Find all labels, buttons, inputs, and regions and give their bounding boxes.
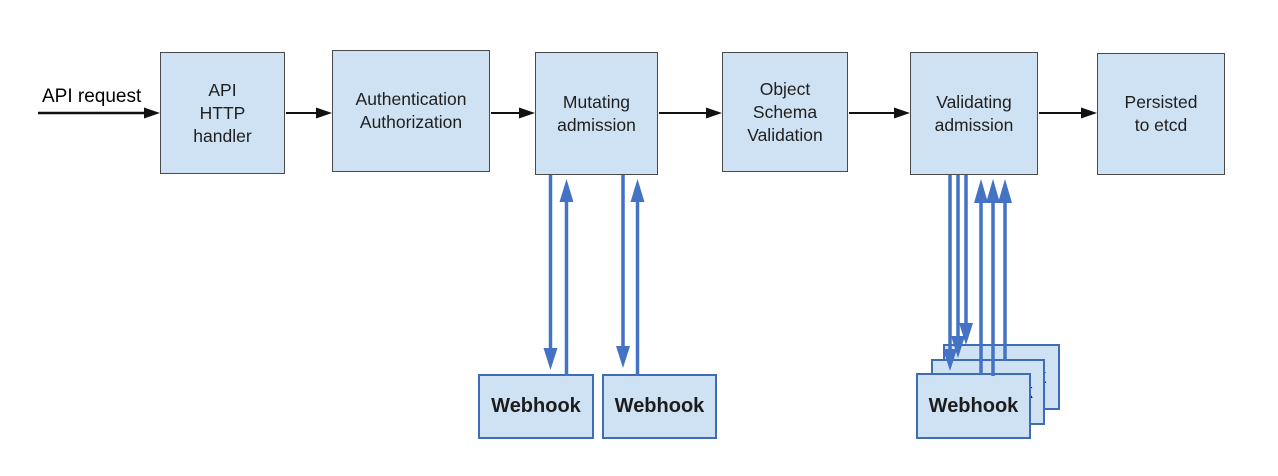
api-request-label: API request <box>42 86 142 107</box>
node-mutating-admission: Mutating admission <box>535 52 658 175</box>
node-validating-admission: Validating admission <box>910 52 1038 175</box>
node-persisted-to-etcd-label: Persisted to etcd <box>1124 92 1198 135</box>
validating-webhook-front: Webhook <box>916 373 1031 439</box>
flow-arrow-5-head <box>1081 107 1097 119</box>
mutating-webhook-2-response-head <box>630 179 645 202</box>
node-api-http-handler-label: API HTTP handler <box>193 79 252 146</box>
mutating-webhook-1: Webhook <box>478 374 594 439</box>
node-authentication-authorization: Authentication Authorization <box>332 50 490 172</box>
validating-webhook-response-head-1 <box>974 179 988 203</box>
node-mutating-admission-label: Mutating admission <box>557 91 636 135</box>
flow-arrow-1-head <box>316 107 332 119</box>
node-object-schema-validation: Object Schema Validation <box>722 52 848 172</box>
validating-webhook-call-head-3 <box>959 323 973 345</box>
validating-webhook-response-head-2 <box>986 179 1000 203</box>
mutating-webhook-1-label: Webhook <box>491 395 581 417</box>
node-api-http-handler: API HTTP handler <box>160 52 285 174</box>
validating-webhook-front-label: Webhook <box>928 394 1019 417</box>
mutating-webhook-2-call-head <box>616 346 630 368</box>
node-persisted-to-etcd: Persisted to etcd <box>1097 53 1225 175</box>
node-object-schema-validation-label: Object Schema Validation <box>747 78 823 145</box>
api-request-arrow-head <box>144 107 160 119</box>
flow-arrow-2-head <box>519 107 535 119</box>
mutating-webhook-1-call-head <box>543 348 558 370</box>
validating-webhook-response-head-3 <box>998 179 1012 203</box>
mutating-webhook-2: Webhook <box>602 374 717 439</box>
node-authentication-authorization-label: Authentication Authorization <box>355 89 467 132</box>
flow-arrow-4-head <box>894 107 910 119</box>
node-validating-admission-label: Validating admission <box>934 91 1014 135</box>
flow-arrow-3-head <box>706 107 722 119</box>
mutating-webhook-2-label: Webhook <box>614 395 705 417</box>
mutating-webhook-1-response-head <box>559 179 574 202</box>
